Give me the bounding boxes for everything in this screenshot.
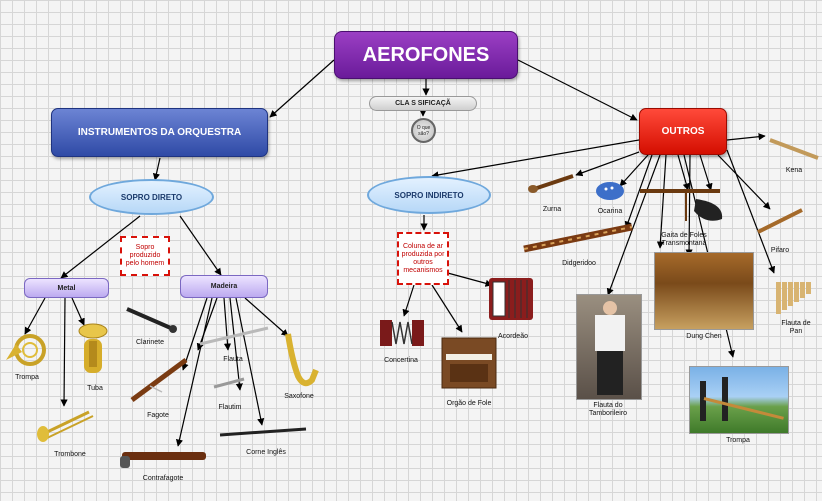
french-horn-icon	[6, 334, 46, 366]
pan-flute-icon	[776, 282, 811, 314]
tamborileiro-photo	[576, 294, 642, 400]
pifaro-icon	[757, 208, 803, 234]
direct-blow-node: SOPRO DIRETO	[89, 179, 214, 215]
direct-note: Sopro produzido pelo homem	[120, 236, 170, 276]
question-circle: O que são?	[411, 118, 436, 143]
label-contrafagote: Contrafagote	[142, 475, 184, 482]
label-acordeao: Acordeão	[498, 333, 528, 340]
bagpipe-icon	[640, 189, 723, 221]
label-dung-chen: Dung Chen	[686, 333, 722, 340]
flute-icon	[199, 326, 269, 346]
label-trombone: Trombone	[54, 451, 86, 458]
label-ocarina: Ocarina	[597, 208, 623, 215]
concertina-icon	[380, 320, 424, 346]
classification-label: CLA S SIFICAÇÃ	[369, 96, 477, 111]
kena-icon	[769, 138, 819, 160]
label-flautim: Flautim	[218, 404, 242, 411]
accordion-icon	[489, 278, 533, 320]
ocarina-icon	[596, 182, 624, 200]
label-zurna: Zurna	[542, 206, 562, 213]
label-concertina: Concertina	[384, 357, 418, 364]
label-fagote: Fagote	[147, 412, 169, 419]
didgeridoo-icon	[523, 223, 633, 253]
contrabassoon-icon	[120, 452, 206, 468]
label-orgao-de-fole: Orgão de Fole	[446, 400, 492, 407]
label-gaita-de-foles: Gaita de Foles Transmontana	[661, 232, 707, 247]
indirect-blow-node: SOPRO INDIRETO	[367, 176, 491, 214]
label-flauta-de-pan: Flauta de Pan	[781, 320, 811, 335]
main-title: AEROFONES	[334, 31, 518, 79]
saxophone-icon	[285, 333, 319, 387]
label-trompa-others: Trompa	[726, 437, 750, 444]
label-tuba: Tuba	[87, 385, 103, 392]
bassoon-icon	[130, 357, 188, 403]
metal-node: Metal	[24, 278, 109, 298]
label-didgeridoo: Didgeridoo	[562, 260, 596, 267]
wood-node: Madeira	[180, 275, 268, 298]
indirect-note: Coluna de ar produzida por outros mecani…	[397, 232, 449, 285]
piccolo-icon	[213, 377, 245, 389]
clarinet-icon	[126, 307, 177, 333]
others-node: OUTROS	[639, 108, 727, 155]
trombone-icon	[37, 410, 94, 442]
label-clarinete: Clarinete	[135, 339, 165, 346]
zurna-icon	[528, 174, 574, 193]
label-pifaro: Pifaro	[770, 247, 790, 254]
label-trompa: Trompa	[15, 374, 39, 381]
dung-chen-photo	[654, 252, 754, 330]
reed-organ-icon	[441, 337, 497, 389]
tuba-icon	[78, 323, 108, 373]
label-flauta: Flauta	[223, 356, 243, 363]
label-corne-ingles: Corne Inglês	[246, 449, 286, 456]
label-saxofone: Saxofone	[284, 393, 314, 400]
label-kena: Kena	[785, 167, 803, 174]
label-flauta-do-tamborileiro: Flauta do Tamborileiro	[588, 402, 628, 417]
orchestra-node: INSTRUMENTOS DA ORQUESTRA	[51, 108, 268, 157]
english-horn-icon	[219, 427, 307, 437]
alphorn-photo	[689, 366, 789, 434]
